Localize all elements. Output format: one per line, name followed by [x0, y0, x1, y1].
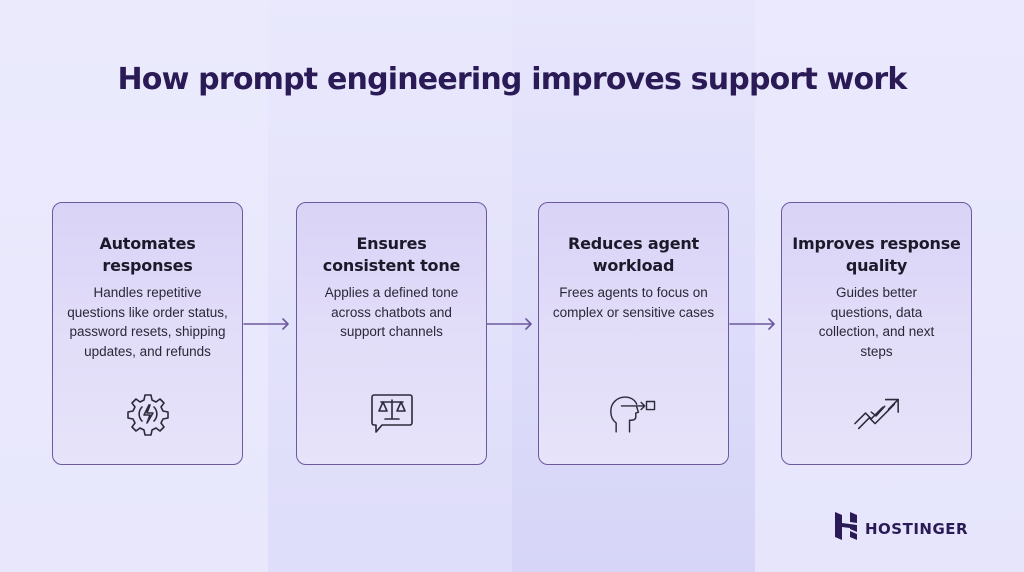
brand-logo: HOSTINGER	[835, 512, 968, 545]
connector-arrow	[729, 316, 777, 332]
card-title: Ensures consistent tone	[322, 234, 461, 275]
hostinger-h-logo-icon	[835, 512, 857, 545]
card-description: Frees agents to focus on complex or sens…	[552, 285, 715, 320]
connector-arrow	[486, 316, 534, 332]
trending-up-arrows-icon	[852, 392, 902, 436]
card-title: Reduces agent workload	[568, 234, 699, 275]
card-title: Improves response quality	[792, 234, 961, 275]
card-description: Guides better questions, data collection…	[818, 285, 935, 359]
card-description: Applies a defined tone across chatbots a…	[324, 285, 459, 339]
card-improves-quality: Improves response quality Guides better …	[781, 202, 972, 465]
page-title: How prompt engineering improves support …	[117, 62, 908, 97]
card-title: Automates responses	[99, 234, 196, 275]
gear-lightning-icon	[123, 392, 173, 436]
connector-arrow	[243, 316, 291, 332]
brand-name: HOSTINGER	[865, 519, 969, 538]
balance-scale-speech-bubble-icon	[367, 392, 417, 436]
card-reduces-workload: Reduces agent workload Frees agents to f…	[538, 202, 729, 465]
head-focus-arrow-icon	[609, 392, 659, 436]
card-consistent-tone: Ensures consistent tone Applies a define…	[296, 202, 487, 465]
card-automates-responses: Automates responses Handles repetitive q…	[52, 202, 243, 465]
card-description: Handles repetitive questions like order …	[67, 285, 228, 359]
